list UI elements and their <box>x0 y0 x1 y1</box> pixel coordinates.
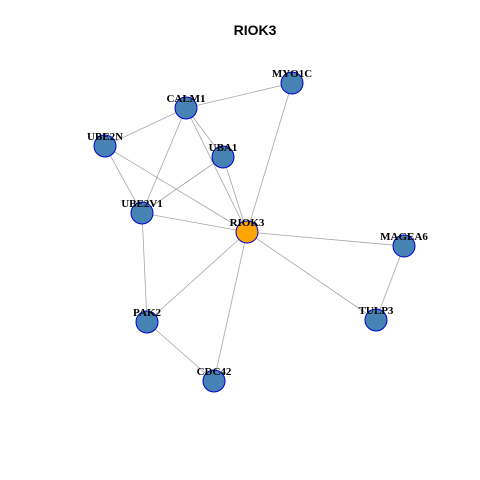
edge-riok3-tulp3 <box>246 231 377 321</box>
node-ube2n[interactable] <box>93 134 117 158</box>
edge-ube2n-riok3 <box>104 145 248 233</box>
edge-calm1-riok3 <box>185 107 248 233</box>
node-label-tulp3: TULP3 <box>359 305 394 317</box>
node-riok3[interactable] <box>235 220 259 244</box>
edge-uba1-riok3 <box>222 156 248 233</box>
node-cdc42[interactable] <box>202 369 226 393</box>
node-label-uba1: UBA1 <box>209 142 238 154</box>
node-magea6[interactable] <box>392 234 416 258</box>
edge-riok3-cdc42 <box>213 231 248 382</box>
node-label-ube2n: UBE2N <box>87 131 123 143</box>
node-pak2[interactable] <box>135 310 159 334</box>
diagram-title: RIOK3 <box>234 22 277 38</box>
edge-pak2-cdc42 <box>146 321 215 382</box>
edge-ube2n-ube2v1 <box>104 145 143 214</box>
edge-ube2v1-pak2 <box>141 212 148 323</box>
nodes-layer <box>93 71 416 393</box>
node-label-ube2v1: UBE2V1 <box>121 198 163 210</box>
edge-calm1-ube2v1 <box>141 107 187 214</box>
edge-calm1-myo1c <box>185 82 293 109</box>
edge-ube2v1-riok3 <box>141 212 248 233</box>
node-label-cdc42: CDC42 <box>197 366 232 378</box>
node-label-myo1c: MYO1C <box>272 68 312 80</box>
edge-myo1c-riok3 <box>246 82 293 233</box>
node-label-magea6: MAGEA6 <box>380 231 428 243</box>
edge-magea6-tulp3 <box>375 245 405 321</box>
node-ube2v1[interactable] <box>130 201 154 225</box>
node-myo1c[interactable] <box>280 71 304 95</box>
edge-riok3-pak2 <box>146 231 248 323</box>
edges-layer <box>104 82 405 382</box>
edge-riok3-magea6 <box>246 231 405 247</box>
node-uba1[interactable] <box>211 145 235 169</box>
edge-uba1-ube2v1 <box>141 156 224 214</box>
node-label-pak2: PAK2 <box>133 307 161 319</box>
node-label-calm1: CALM1 <box>166 93 205 105</box>
node-calm1[interactable] <box>174 96 198 120</box>
node-tulp3[interactable] <box>364 308 388 332</box>
node-label-riok3: RIOK3 <box>230 217 265 229</box>
edge-calm1-ube2n <box>104 107 187 147</box>
